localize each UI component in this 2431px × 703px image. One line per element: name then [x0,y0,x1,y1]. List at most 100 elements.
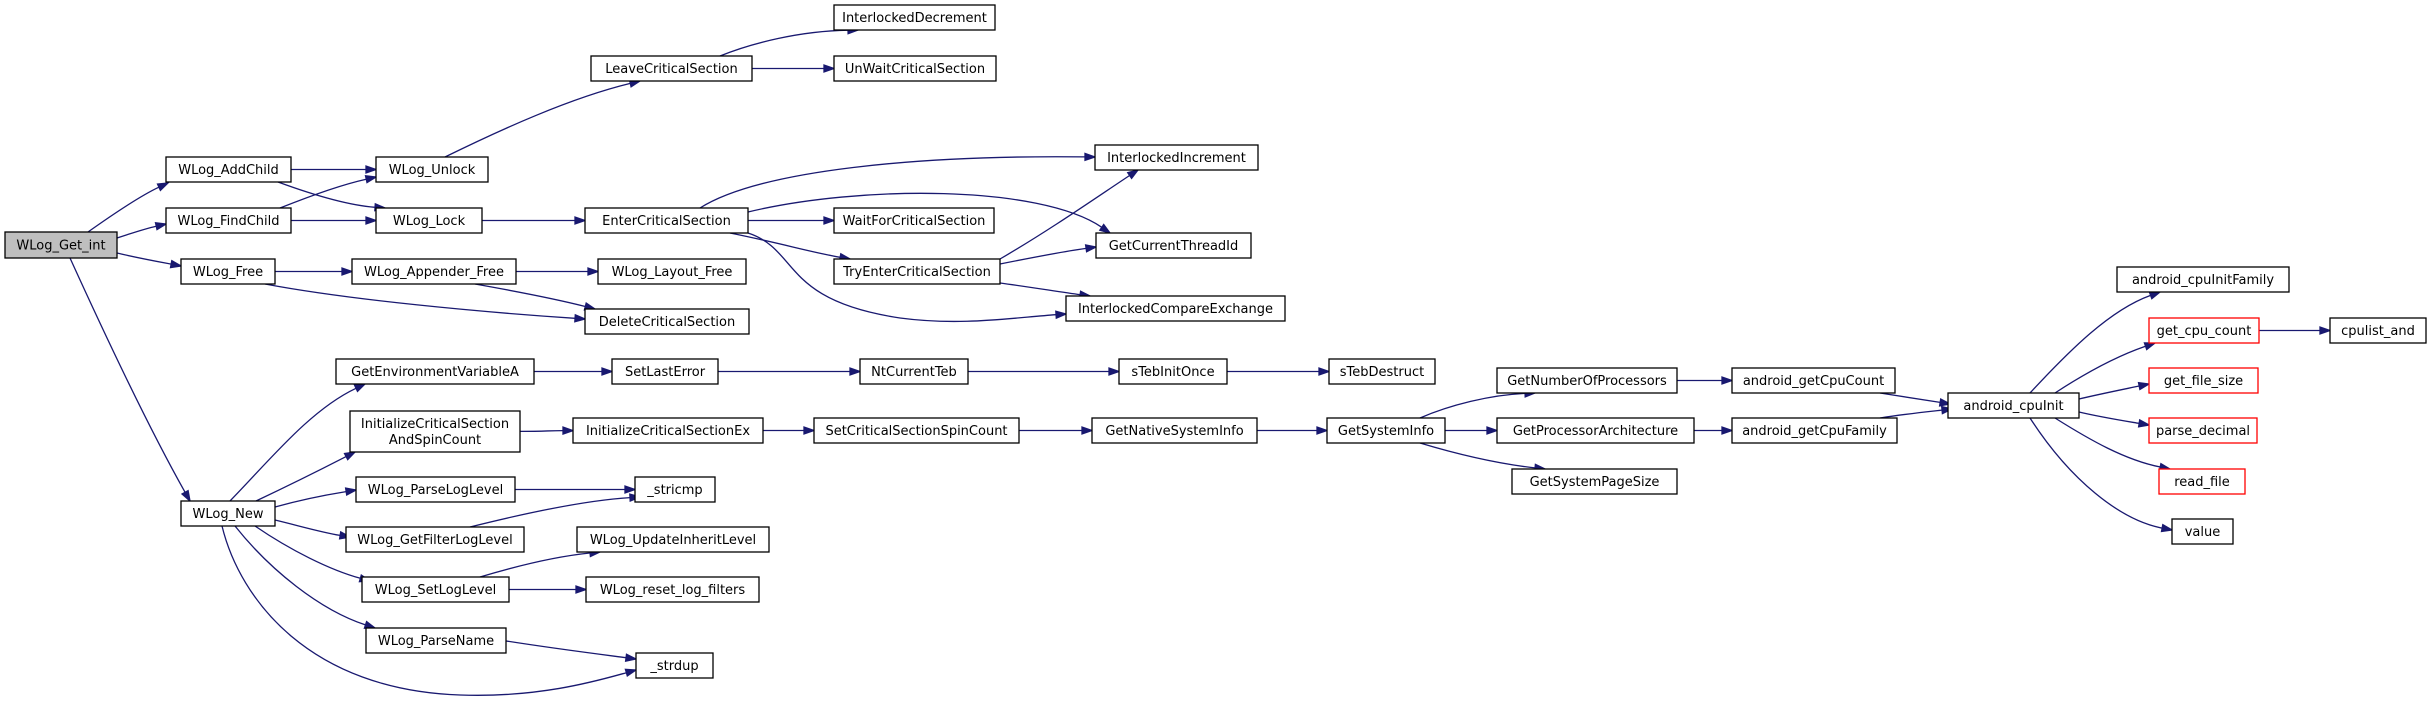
node-getcurrentthreadid[interactable]: GetCurrentThreadId [1095,232,1252,259]
arrowhead-icon [1055,310,1068,320]
node-label: WLog_GetFilterLogLevel [357,533,512,548]
edge-android-getcpucount-to-android-cpuinit [1879,392,1952,407]
node-box [635,652,714,679]
node-wlog-get-int[interactable]: WLog_Get_int [4,231,118,259]
node-interlockeddecrement[interactable]: InterlockedDecrement [833,4,996,31]
edge-wlog-get-int-to-wlog-addchild [87,182,170,233]
arrowhead-icon [1318,367,1331,376]
node-strdup[interactable]: _strdup [635,652,714,679]
node-getnativesysteminfo[interactable]: GetNativeSystemInfo [1091,417,1258,444]
node-getsysteminfo[interactable]: GetSystemInfo [1326,417,1446,444]
node-steb-destruct[interactable]: sTebDestruct [1328,358,1436,385]
node-box [2116,266,2290,293]
node-initcs-ex[interactable]: InitializeCriticalSectionEx [572,417,764,444]
node-parse-decimal[interactable]: parse_decimal [2148,417,2258,444]
edge-initcs-spincount-to-initcs-ex [519,426,575,436]
node-box [1095,232,1252,259]
node-steb-init-once[interactable]: sTebInitOnce [1118,358,1228,385]
arrowhead-icon [364,175,378,184]
node-getsystempagesize[interactable]: GetSystemPageSize [1511,468,1678,495]
edge-line [229,387,357,502]
node-get-cpu-count[interactable]: get_cpu_count [2148,317,2260,344]
edge-line [519,429,564,432]
edge-line [479,552,591,578]
edge-wlog-unlock-to-leavecriticalsection [444,79,642,158]
node-wlog-free[interactable]: WLog_Free [180,258,276,285]
edge-steb-init-once-to-steb-destruct [1227,367,1331,376]
edge-wlog-new-to-getenvironmentvariablea [229,383,367,502]
node-tryentercriticalsection[interactable]: TryEnterCriticalSection [833,258,1001,285]
node-android-getcpucount[interactable]: android_getCpuCount [1731,367,1896,394]
edge-get-cpu-count-to-cpulist-and [2259,326,2332,335]
edge-getnativesysteminfo-to-getsysteminfo [1257,426,1329,435]
edge-line [274,490,347,508]
node-label: InitializeCriticalSection [361,417,509,432]
arrowhead-icon [2137,418,2151,428]
edge-line [699,156,1086,209]
arrowhead-icon [823,216,836,225]
edge-wlog-setloglevel-to-wlog-reset-log-filters [509,585,588,594]
arrowhead-icon [823,64,836,73]
node-entercriticalsection[interactable]: EnterCriticalSection [584,207,749,234]
node-android-cpuinit[interactable]: android_cpuInit [1947,392,2080,419]
node-getprocessorarchitecture[interactable]: GetProcessorArchitecture [1496,417,1695,444]
edge-line [1879,392,1941,404]
edge-line [87,186,160,233]
node-ntcurrentteb[interactable]: NtCurrentTeb [859,358,969,385]
node-wlog-reset-log-filters[interactable]: WLog_reset_log_filters [585,576,760,603]
node-box [4,231,118,259]
node-wlog-appender-free[interactable]: WLog_Appender_Free [351,258,517,285]
node-cpulist-and[interactable]: cpulist_and [2329,317,2427,344]
node-setlasterror[interactable]: SetLastError [611,358,719,385]
node-android-cpuinitfamily[interactable]: android_cpuInitFamily [2116,266,2290,293]
node-setcs-spincount[interactable]: SetCriticalSectionSpinCount [813,417,1020,444]
node-label: TryEnterCriticalSection [842,265,991,280]
node-wlog-addchild[interactable]: WLog_AddChild [165,156,292,183]
node-box [349,410,521,453]
node-leavecriticalsection[interactable]: LeaveCriticalSection [590,55,753,82]
arrowhead-icon [849,367,862,376]
arrowhead-icon [1721,376,1734,385]
node-getenvironmentvariablea[interactable]: GetEnvironmentVariableA [335,358,535,385]
node-box [833,55,997,82]
node-waitforcriticalsection[interactable]: WaitForCriticalSection [833,207,995,234]
node-wlog-lock[interactable]: WLog_Lock [375,207,483,234]
node-interlockedincrement[interactable]: InterlockedIncrement [1094,144,1259,171]
node-wlog-layout-free[interactable]: WLog_Layout_Free [597,258,747,285]
edge-line [444,82,631,158]
edge-android-cpuinit-to-android-cpuinitfamily [2029,291,2162,394]
node-wlog-unlock[interactable]: WLog_Unlock [375,156,489,183]
node-read-file[interactable]: read_file [2158,468,2246,495]
node-wlog-new[interactable]: WLog_New [180,500,276,527]
node-value[interactable]: value [2171,518,2234,545]
node-getnumberofprocessors[interactable]: GetNumberOfProcessors [1496,367,1678,394]
edge-line [116,225,157,239]
edge-android-getcpufamily-to-android-cpuinit [1879,405,1954,419]
node-wlog-findchild[interactable]: WLog_FindChild [165,207,292,234]
node-label: parse_decimal [2156,424,2250,439]
arrowhead-icon [363,620,377,629]
node-interlockedcompareexchange[interactable]: InterlockedCompareExchange [1065,295,1286,322]
node-deletecriticalsection[interactable]: DeleteCriticalSection [584,308,750,335]
arrowhead-icon [2137,381,2151,391]
node-unwaitcriticalsection[interactable]: UnWaitCriticalSection [833,55,997,82]
edge-line [1419,442,1536,469]
node-wlog-setloglevel[interactable]: WLog_SetLogLevel [361,576,510,603]
arrowhead-icon [1316,426,1329,435]
node-wlog-getfilterloglevel[interactable]: WLog_GetFilterLogLevel [345,526,525,553]
node-get-file-size[interactable]: get_file_size [2148,367,2259,394]
node-wlog-parsename[interactable]: WLog_ParseName [365,627,507,654]
node-android-getcpufamily[interactable]: android_getCpuFamily [1731,417,1898,444]
node-label: GetSystemInfo [1338,424,1434,439]
node-label: sTebInitOnce [1131,365,1214,380]
arrowhead-icon [2319,326,2332,335]
node-label: cpulist_and [2341,324,2415,339]
node-wlog-updateinheritlevel[interactable]: WLog_UpdateInheritLevel [576,526,770,553]
edge-tryentercriticalsection-to-getcurrentthreadid [999,244,1098,265]
edge-initcs-ex-to-setcs-spincount [763,426,816,435]
node-wlog-parseloglevel[interactable]: WLog_ParseLogLevel [355,476,516,503]
node-stricmp[interactable]: _stricmp [634,476,716,503]
arrowhead-icon [169,259,183,269]
